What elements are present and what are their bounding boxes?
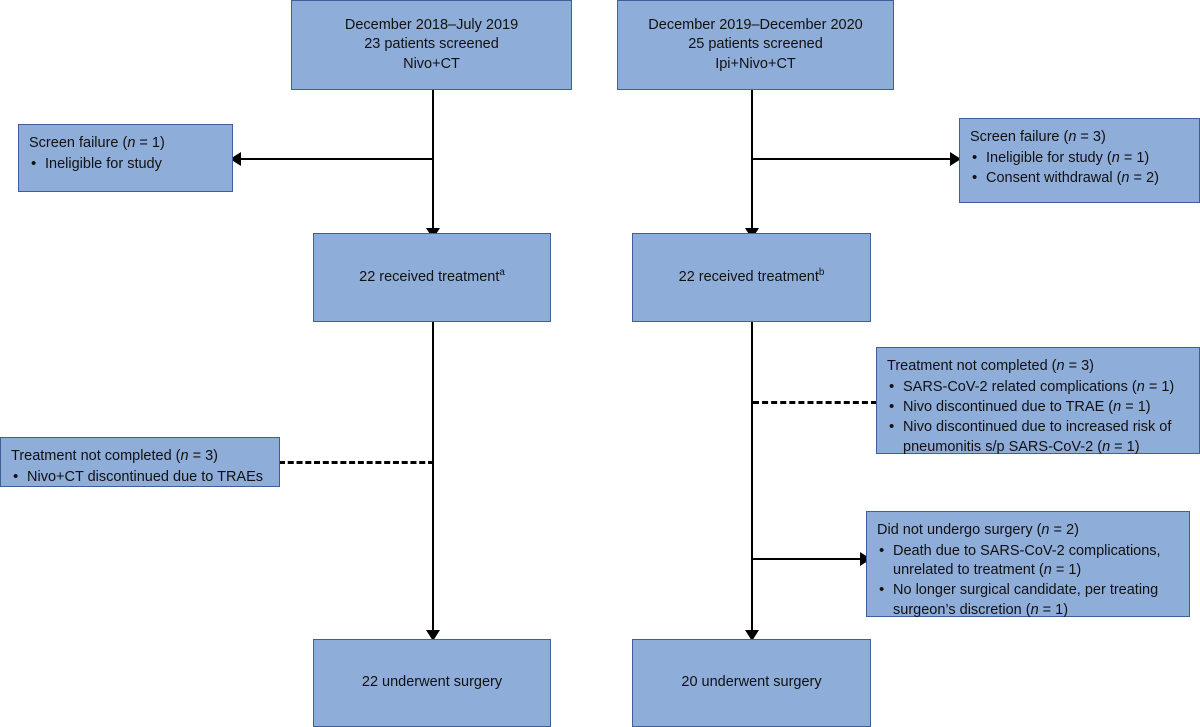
arm-a-enrollment-text: December 2018–July 2019 23 patients scre…: [345, 16, 518, 73]
arrowhead-arm-b-no-surgery: [860, 552, 871, 566]
node-arm-a-enrollment[interactable]: December 2018–July 2019 23 patients scre…: [291, 0, 572, 90]
arm-b-screen-failure-title: Screen failure (n = 3): [970, 129, 1106, 145]
connector-arm-b-not-completed-dashed: [753, 401, 877, 404]
list-item: Nivo discontinued due to increased risk …: [887, 417, 1189, 456]
arm-b-treated-label: 22 received treatment: [678, 268, 819, 285]
node-arm-a-treated[interactable]: 22 received treatmenta: [313, 233, 551, 322]
arm-a-treated-label: 22 received treatment: [359, 268, 500, 285]
node-arm-a-not-completed[interactable]: Treatment not completed (n = 3) Nivo+CT …: [0, 437, 280, 487]
list-item: Nivo discontinued due to TRAE (n = 1): [887, 397, 1189, 417]
arm-a-enrollment-line3: Nivo+CT: [403, 55, 460, 72]
list-item: SARS-CoV-2 related complications (n = 1): [887, 377, 1189, 397]
arm-a-not-completed-title: Treatment not completed (n = 3): [11, 448, 219, 464]
arm-a-enrollment-line2: 23 patients screened: [364, 36, 499, 53]
arm-b-enrollment-line2: 25 patients screened: [688, 36, 823, 53]
arm-a-treated-text: 22 received treatmenta: [359, 268, 505, 287]
arrowhead-arm-b-surgery: [745, 630, 759, 641]
node-arm-b-enrollment[interactable]: December 2019–December 2020 25 patients …: [617, 0, 894, 90]
arrowhead-arm-b-screen-failure: [950, 152, 961, 166]
list-item: No longer surgical candidate, per treati…: [877, 580, 1179, 619]
list-item: Ineligible for study: [29, 154, 222, 174]
list-item: Ineligible for study (n = 1): [970, 148, 1189, 168]
node-arm-a-surgery[interactable]: 22 underwent surgery: [313, 639, 551, 727]
connector-arm-a-not-completed-dashed: [279, 461, 434, 464]
arm-a-enrollment-line1: December 2018–July 2019: [344, 17, 519, 34]
arm-b-screen-failure-list: Ineligible for study (n = 1) Consent wit…: [970, 148, 1189, 188]
arm-a-screen-failure-list: Ineligible for study: [29, 154, 222, 174]
arm-b-enrollment-text: December 2019–December 2020 25 patients …: [648, 16, 862, 73]
list-item: Consent withdrawal (n = 2): [970, 168, 1189, 188]
connector-arm-a-screen-failure: [240, 158, 434, 160]
connector-arm-b-enroll-to-treated: [751, 90, 753, 240]
arm-b-surgery-label: 20 underwent surgery: [681, 674, 822, 691]
arm-b-not-completed-title: Treatment not completed (n = 3): [887, 358, 1095, 374]
arm-a-surgery-label: 22 underwent surgery: [361, 674, 503, 691]
arm-b-enrollment-line3: Ipi+Nivo+CT: [715, 55, 796, 72]
node-arm-b-treated[interactable]: 22 received treatmentb: [632, 233, 871, 322]
node-arm-b-screen-failure[interactable]: Screen failure (n = 3) Ineligible for st…: [959, 118, 1200, 203]
connector-arm-a-treated-to-surgery: [432, 322, 434, 640]
arm-b-no-surgery-list: Death due to SARS-CoV-2 complications, u…: [877, 541, 1179, 620]
connector-arm-a-enroll-to-treated: [432, 90, 434, 240]
arm-b-enrollment-line1: December 2019–December 2020: [648, 17, 863, 34]
arm-b-treated-footnote: b: [818, 267, 825, 279]
connector-arm-b-treated-to-surgery: [751, 322, 753, 640]
arm-a-treated-footnote: a: [499, 267, 505, 279]
list-item: Death due to SARS-CoV-2 complications, u…: [877, 541, 1179, 580]
arm-b-treated-text: 22 received treatmentb: [679, 268, 825, 287]
node-arm-b-no-surgery[interactable]: Did not undergo surgery (n = 2) Death du…: [866, 511, 1190, 620]
arrowhead-arm-a-screen-failure: [230, 152, 241, 166]
list-item: Nivo+CT discontinued due to TRAEs: [11, 467, 269, 487]
arm-a-not-completed-list: Nivo+CT discontinued due to TRAEs: [11, 467, 269, 487]
connector-arm-b-no-surgery: [752, 558, 864, 560]
arm-b-not-completed-list: SARS-CoV-2 related complications (n = 1)…: [887, 377, 1189, 457]
node-arm-a-screen-failure[interactable]: Screen failure (n = 1) Ineligible for st…: [18, 124, 233, 192]
arm-b-no-surgery-title: Did not undergo surgery (n = 2): [877, 522, 1079, 538]
node-arm-b-surgery[interactable]: 20 underwent surgery: [632, 639, 871, 727]
arrowhead-arm-a-surgery: [426, 630, 440, 641]
node-arm-b-not-completed[interactable]: Treatment not completed (n = 3) SARS-CoV…: [876, 347, 1200, 457]
arm-a-screen-failure-title: Screen failure (n = 1): [29, 135, 165, 151]
connector-arm-b-screen-failure: [752, 158, 952, 160]
